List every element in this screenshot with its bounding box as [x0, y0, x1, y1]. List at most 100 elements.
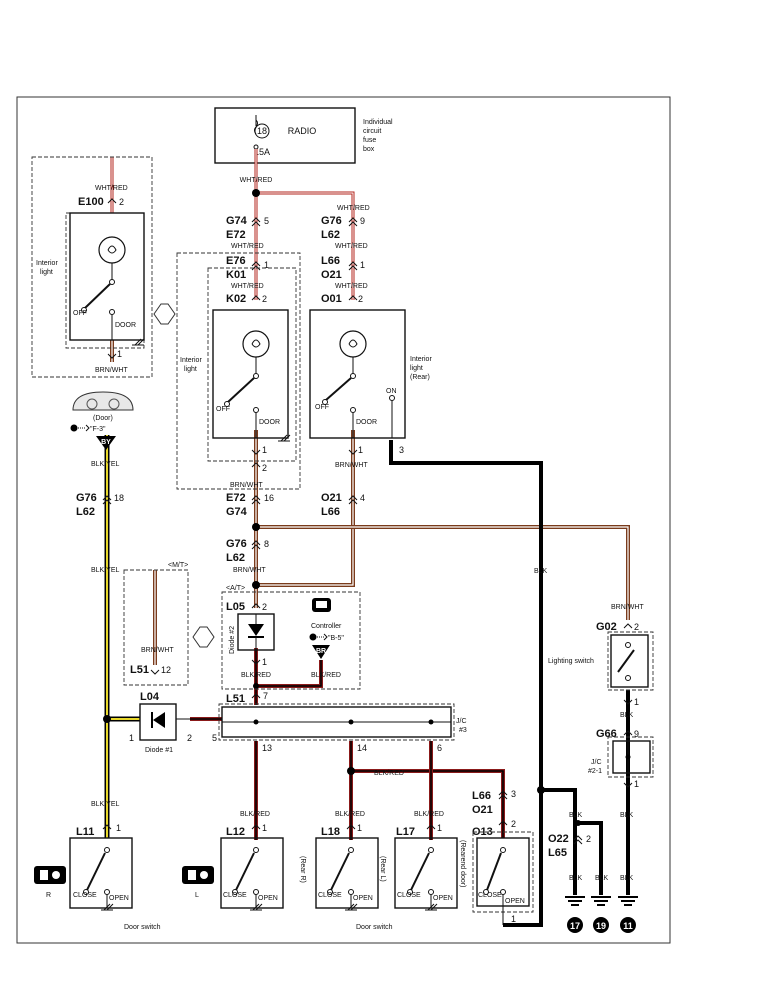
door-switch-caption: Door switch	[356, 924, 393, 931]
pin-numbers: 5 9 1 1 2 2 2 1 1 1 3 2 16 4 8 18 2 1 7 …	[114, 197, 639, 924]
jc3-label: J/C	[456, 718, 467, 725]
off-label: OFF	[315, 404, 329, 411]
connector-label: G74	[226, 506, 248, 518]
ground-icon	[345, 903, 358, 911]
door-switch-l12	[220, 837, 284, 909]
wire-label: BLK	[620, 812, 634, 819]
pin-number: 1	[129, 733, 134, 743]
jc21-area	[607, 736, 654, 778]
connector-label: O21	[321, 492, 342, 504]
pin-number: 12	[161, 665, 171, 675]
pin-number: 9	[634, 729, 639, 739]
pin-number: 1	[264, 260, 269, 270]
lighting-switch	[610, 634, 649, 688]
wire-label: BLK	[569, 812, 583, 819]
diode-symbol	[248, 624, 264, 636]
wire-label: WHT/RED	[240, 177, 273, 184]
lighting-switch-label: Lighting switch	[548, 658, 594, 665]
fuse-number: 18	[257, 126, 267, 136]
close-label: CLOSE	[223, 892, 247, 899]
jc21-label: J/C	[591, 759, 602, 766]
door-label: DOOR	[356, 419, 377, 426]
pin-number: 13	[262, 743, 272, 753]
off-label: OFF	[73, 310, 87, 317]
connector-label: O21	[321, 269, 342, 281]
lighting-switch-area	[607, 631, 654, 691]
mt-area	[123, 569, 189, 686]
connector-label: G76	[321, 215, 342, 227]
fuse-symbol	[254, 119, 258, 135]
open-label: OPEN	[433, 895, 453, 902]
pin-number: 14	[357, 743, 367, 753]
ground-11: 11	[618, 896, 638, 933]
door-switch-l17	[394, 837, 458, 909]
jc21-label: #2-1	[588, 768, 602, 775]
f3-ref-label: "F-3"	[90, 426, 106, 433]
pin-number: 1	[511, 914, 516, 924]
pin-number: 16	[264, 493, 274, 503]
connector-label: K02	[226, 293, 246, 305]
pin-number: 1	[116, 823, 121, 833]
wire-label: BLK	[620, 875, 634, 882]
l-label: L	[195, 892, 199, 899]
connector-label: O21	[472, 804, 493, 816]
switch-lever	[325, 377, 352, 401]
connector-label: K01	[226, 269, 246, 281]
fuse-box-label-4: box	[363, 146, 375, 153]
connector-label: L05	[226, 601, 245, 613]
interior-light-left-area	[31, 156, 153, 378]
door-ref-label: (Door)	[93, 415, 113, 422]
wire-label: BRN/WHT	[141, 647, 174, 654]
ground-19: 19	[591, 896, 611, 933]
pin-number: 7	[263, 691, 268, 701]
fuse-box-label-3: fuse	[363, 137, 376, 144]
interior-light-rear-label: Interior	[410, 356, 432, 363]
connector-markers	[102, 198, 633, 845]
exchange-arrow-icon	[192, 626, 215, 648]
controller-icon	[312, 598, 331, 612]
wire-label: WHT/RED	[231, 283, 264, 290]
diagram-frame	[16, 96, 671, 944]
connector-label: L62	[226, 552, 245, 564]
ground-icon	[250, 903, 263, 911]
pin-number: 1	[117, 349, 122, 359]
fuse-box-label-1: Individual	[363, 119, 393, 126]
open-label: OPEN	[109, 895, 129, 902]
pin-number: 2	[511, 819, 516, 829]
wht-red-wires	[110, 149, 355, 300]
mt-label: <M/T>	[168, 562, 188, 569]
connector-label: L65	[548, 847, 567, 859]
meter-icon	[72, 391, 134, 411]
wire-label: BLK/RED	[240, 811, 270, 818]
ground-number: 11	[623, 921, 633, 931]
interior-light-left	[69, 212, 145, 341]
wire-label: WHT/RED	[335, 283, 368, 290]
terminal-code: BY	[101, 439, 111, 446]
connector-label: L62	[321, 229, 340, 241]
close-label: CLOSE	[478, 892, 502, 899]
wire-label: WHT/RED	[231, 243, 264, 250]
connector-label: L51	[226, 693, 245, 705]
close-label: CLOSE	[318, 892, 342, 899]
reference-arrow-icon	[70, 424, 90, 432]
interior-light-label: Interior	[180, 357, 202, 364]
pin-number: 5	[264, 216, 269, 226]
door-label: DOOR	[259, 419, 280, 426]
on-label: ON	[386, 388, 397, 395]
connector-label: G76	[76, 492, 97, 504]
pin-number: 2	[358, 294, 363, 304]
pin-number: 1	[262, 445, 267, 455]
junction-dots	[103, 189, 581, 826]
pin-number: 1	[634, 779, 639, 789]
fuse-box	[214, 107, 356, 164]
ground-icon	[101, 903, 114, 911]
wire-label: BLK/RED	[335, 811, 365, 818]
pin-number: 4	[360, 493, 365, 503]
pin-number: 3	[511, 789, 516, 799]
connector-label: E76	[226, 255, 246, 267]
wire-label: BLK/YEL	[91, 461, 120, 468]
interior-light-label: light	[184, 366, 197, 373]
junction-connector-2-1	[612, 740, 651, 774]
pin-number: 2	[634, 622, 639, 632]
